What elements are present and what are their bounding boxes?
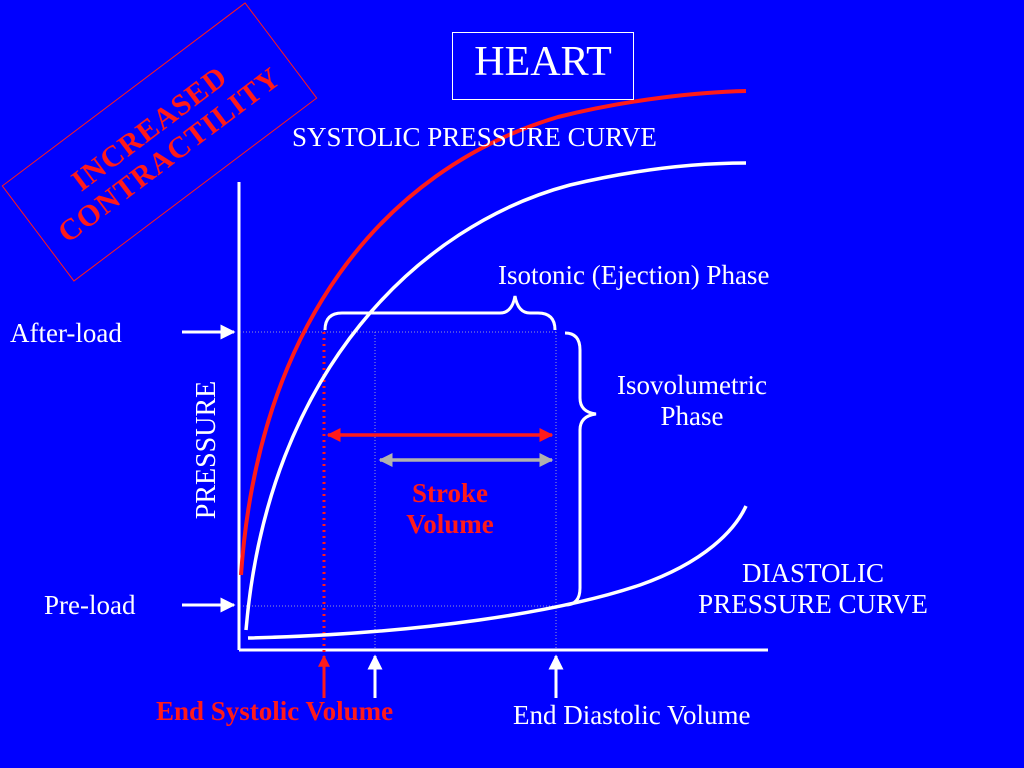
stroke-volume-line-1: Stroke bbox=[411, 478, 488, 508]
page-title: HEART bbox=[474, 39, 612, 85]
stroke-volume-line-2: Volume bbox=[406, 509, 494, 540]
isotonic-phase-label: Isotonic (Ejection) Phase bbox=[498, 260, 770, 290]
isovolumetric-phase-label: Isovolumetric Phase bbox=[592, 370, 792, 432]
diastolic-curve-label: DIASTOLIC PRESSURE CURVE bbox=[652, 558, 974, 620]
isotonic-brace bbox=[323, 295, 557, 331]
isovolumetric-brace bbox=[564, 331, 597, 607]
stroke-volume-label: Stroke Volume bbox=[376, 478, 524, 540]
afterload-label: After-load bbox=[10, 318, 122, 348]
systolic-curve bbox=[244, 161, 747, 631]
title-box bbox=[452, 32, 634, 100]
diastolic-curve bbox=[247, 505, 748, 640]
isovolumetric-line-2: Phase bbox=[660, 401, 724, 432]
systolic-curve-increased bbox=[239, 89, 747, 576]
end-systolic-volume-label: End Systolic Volume bbox=[156, 696, 394, 726]
diastolic-line-1: DIASTOLIC bbox=[741, 558, 884, 588]
diastolic-line-2: PRESSURE CURVE bbox=[698, 589, 928, 620]
systolic-curve-label: SYSTOLIC PRESSURE CURVE bbox=[292, 122, 657, 152]
end-diastolic-volume-label: End Diastolic Volume bbox=[513, 700, 751, 730]
y-axis-label: PRESSURE bbox=[191, 380, 222, 520]
isovolumetric-line-1: Isovolumetric bbox=[617, 370, 767, 400]
preload-label: Pre-load bbox=[44, 590, 136, 620]
